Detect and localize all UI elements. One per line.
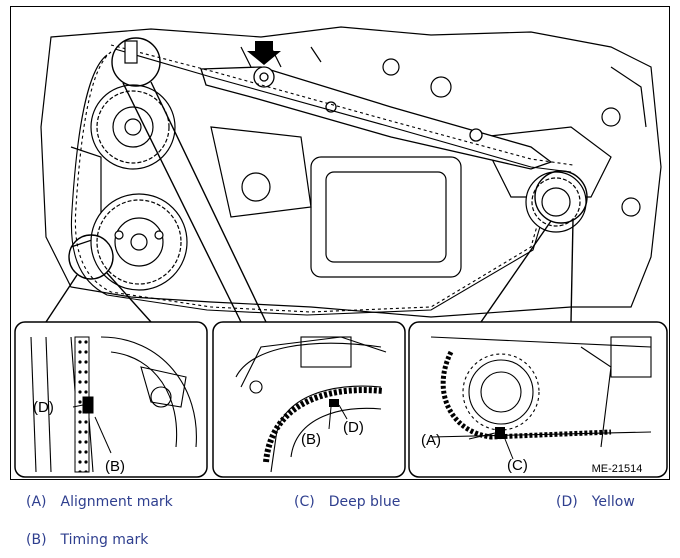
detail-circles — [45, 37, 588, 323]
legend-label-deep-blue: Deep blue — [328, 494, 401, 510]
reference-code: ME-21514 — [592, 463, 643, 475]
legend-key-b: (B) — [26, 532, 47, 548]
legend-item-d: (D) Yellow — [556, 494, 635, 510]
legend-label-yellow: Yellow — [591, 494, 635, 510]
legend-label-timing-mark: Timing mark — [60, 532, 149, 548]
detail-panel-right: (A) (C) ME-21514 — [408, 321, 668, 478]
legend-key-c: (C) — [294, 494, 315, 510]
legend-label-alignment-mark: Alignment mark — [60, 494, 173, 510]
detail-panel-middle: (B) (D) — [212, 321, 406, 478]
lower-camshaft-sprocket — [90, 193, 188, 291]
detail-panel-left: (D) (B) — [14, 321, 208, 478]
engine-block — [40, 26, 662, 318]
legend-key-a: (A) — [26, 494, 47, 510]
upper-camshaft-sprocket — [90, 40, 176, 170]
legend-item-b: (B) Timing mark — [26, 532, 148, 548]
callout-a-right: (A) — [421, 432, 441, 449]
legend-item-c: (C) Deep blue — [294, 494, 400, 510]
callout-d-middle: (D) — [343, 419, 364, 436]
legend-item-a: (A) Alignment mark — [26, 494, 173, 510]
callout-b-middle: (B) — [301, 431, 321, 448]
crankshaft-sprocket — [525, 171, 587, 233]
engine-timing-chain-diagram: (D) (B) (B) (D) — [10, 6, 670, 480]
down-arrow-icon — [247, 41, 281, 65]
chain-guide — [200, 66, 553, 170]
callout-b-left: (B) — [105, 458, 125, 475]
callout-c-right: (C) — [507, 457, 528, 474]
callout-d-left: (D) — [33, 399, 54, 416]
timing-chain — [70, 44, 574, 316]
legend-key-d: (D) — [556, 494, 578, 510]
